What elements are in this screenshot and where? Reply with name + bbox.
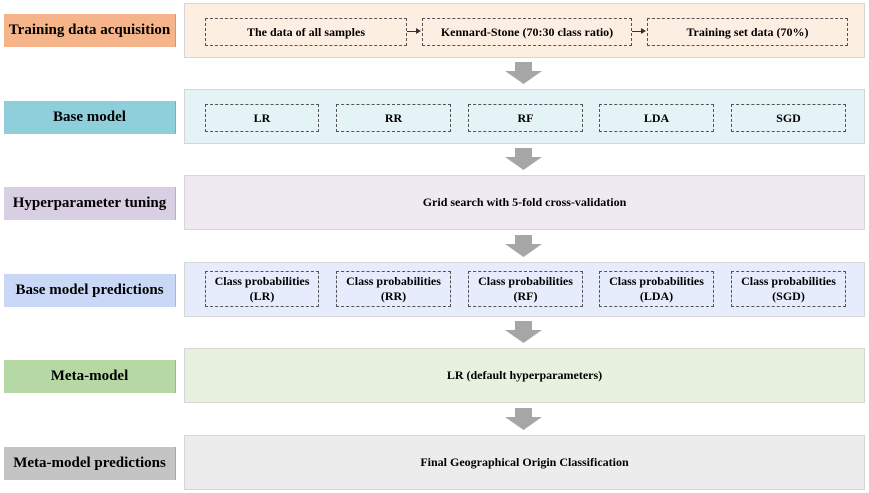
box-line: (RR) <box>380 289 407 303</box>
box-line: (RF) <box>513 289 538 303</box>
down-arrow <box>505 321 542 343</box>
box-line: Class probabilities <box>214 274 310 288</box>
connector-arrowhead <box>416 28 421 34</box>
stage-label-training-data-acquisition: Training data acquisition <box>4 14 176 47</box>
grid-search-text: Grid search with 5-fold cross-validation <box>422 195 627 209</box>
meta-model-text: LR (default hyperparameters) <box>446 368 603 382</box>
box-model-lda: LDA <box>599 104 714 132</box>
connector-line <box>632 31 642 32</box>
connector-arrowhead <box>641 28 646 34</box>
box-line: Class probabilities <box>478 274 573 288</box>
stage-label-text: Base model predictions <box>15 282 164 298</box>
box-probabilities-rr: Class probabilities (RR) <box>336 271 451 307</box>
box-probabilities-rf: Class probabilities (RF) <box>468 271 583 307</box>
stage-label-text: Hyperparameter tuning <box>12 195 167 211</box>
stage-label-hyperparameter-tuning: Hyperparameter tuning <box>4 187 176 220</box>
box-probabilities-lr: Class probabilities (LR) <box>205 271 319 307</box>
stage-label-text: Meta-model <box>50 368 129 384</box>
box-line: Class probabilities <box>609 274 704 288</box>
panel-base-model: LR RR RF LDA SGD <box>184 89 865 144</box>
box-probabilities-lda: Class probabilities (LDA) <box>599 271 714 307</box>
stage-label-text: Meta-model predictions <box>13 455 166 471</box>
stage-label-text: Base model <box>53 109 126 125</box>
box-model-lr: LR <box>205 104 319 132</box>
panel-training-data-acquisition: The data of all samples Kennard-Stone (7… <box>184 3 865 58</box>
down-arrow <box>505 408 542 430</box>
down-arrow <box>505 148 542 170</box>
box-line: (LR) <box>249 289 275 303</box>
panel-hyperparameter-tuning: Grid search with 5-fold cross-validation <box>184 175 865 230</box>
box-model-rr: RR <box>336 104 451 132</box>
panel-meta-model-predictions: Final Geographical Origin Classification <box>184 435 865 490</box>
final-classification-text: Final Geographical Origin Classification <box>420 455 629 469</box>
box-model-rf: RF <box>468 104 583 132</box>
panel-base-model-predictions: Class probabilities (LR) Class probabili… <box>184 262 865 317</box>
panel-meta-model: LR (default hyperparameters) <box>184 348 865 403</box>
down-arrow <box>505 62 542 84</box>
box-training-set: Training set data (70%) <box>647 18 848 46</box>
stage-label-text: Training data acquisition <box>8 22 171 38</box>
box-kennard-stone: Kennard-Stone (70:30 class ratio) <box>422 18 632 46</box>
down-arrow <box>505 235 542 257</box>
stage-label-base-model: Base model <box>4 101 176 134</box>
box-line: Class probabilities <box>741 274 836 288</box>
connector-line <box>407 31 417 32</box>
box-all-samples: The data of all samples <box>205 18 407 46</box>
box-line: Class probabilities <box>346 274 441 288</box>
box-line: (LDA) <box>639 289 674 303</box>
stage-label-meta-model-predictions: Meta-model predictions <box>4 447 176 480</box>
stage-label-base-model-predictions: Base model predictions <box>4 274 176 307</box>
box-probabilities-sgd: Class probabilities (SGD) <box>731 271 846 307</box>
box-model-sgd: SGD <box>731 104 846 132</box>
box-line: (SGD) <box>772 289 805 303</box>
stage-label-meta-model: Meta-model <box>4 360 176 393</box>
